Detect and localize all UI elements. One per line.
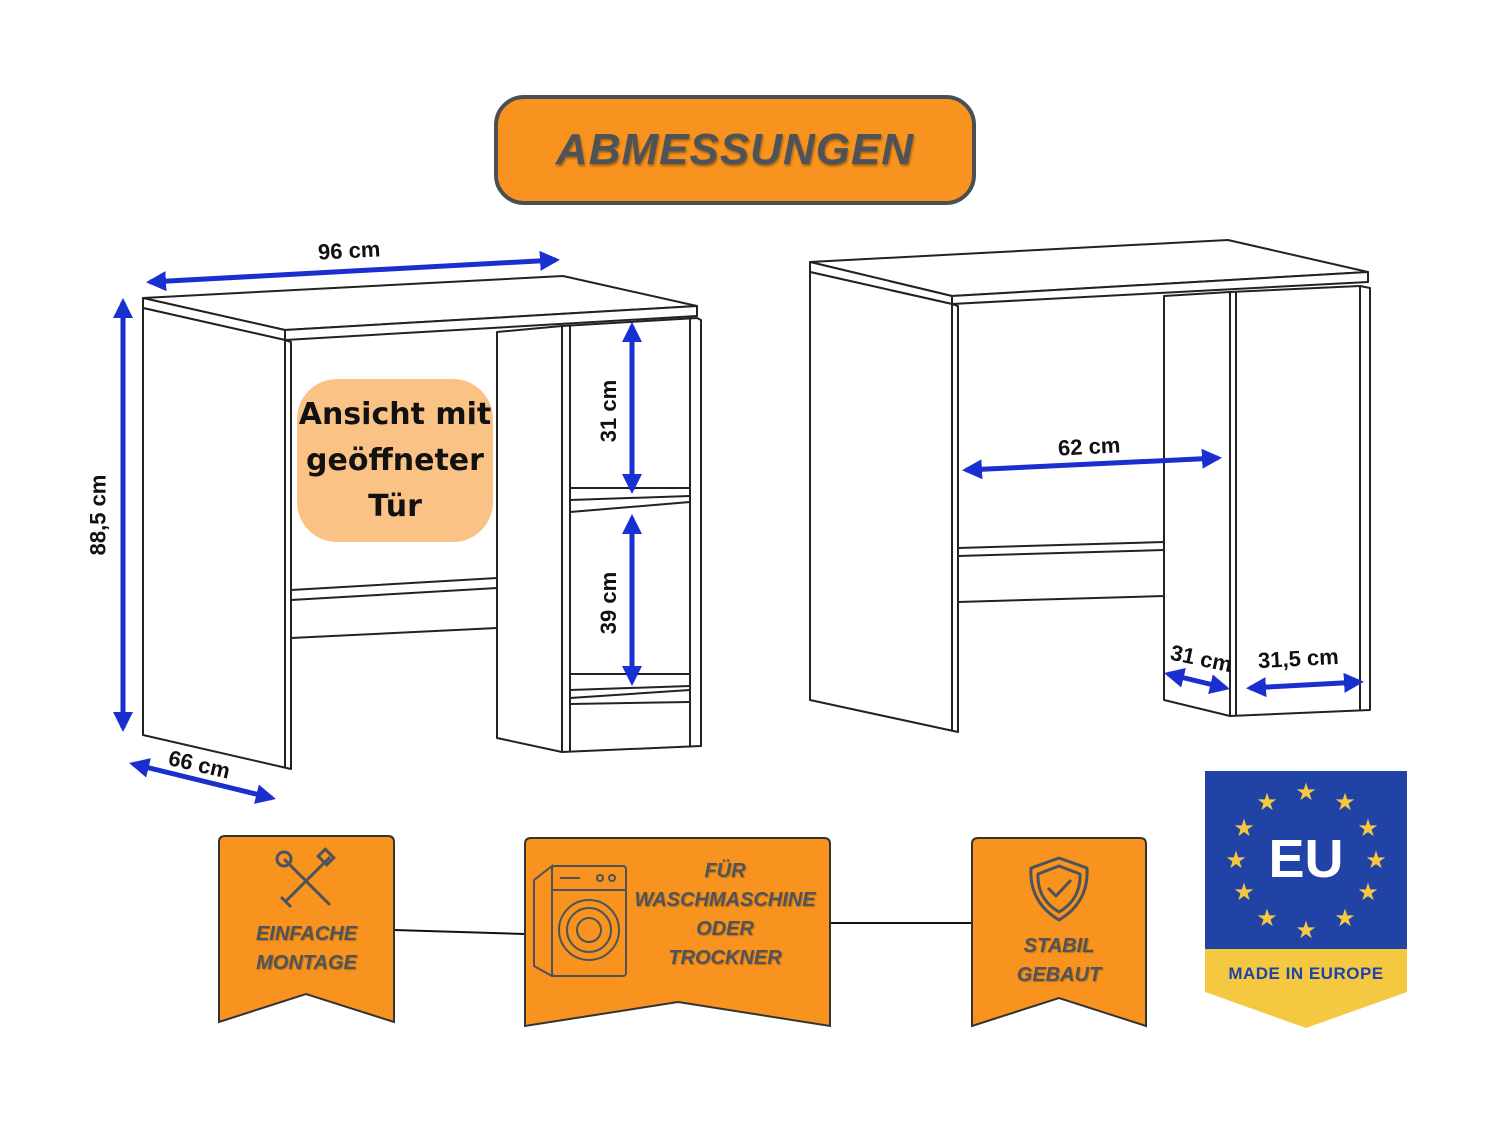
eu-badge: ★ ★ ★ ★ ★ ★ ★ ★ ★ ★ ★ ★ <box>1205 771 1407 1028</box>
arrow-inner-width <box>962 448 1222 480</box>
svg-text:★: ★ <box>1233 878 1255 906</box>
label-width: 96 cm <box>317 236 381 265</box>
arrow-width <box>146 250 560 292</box>
page-title: ABMESSUNGEN <box>555 125 915 174</box>
desk-closed-view <box>809 239 1371 733</box>
arrow-depth <box>129 758 276 804</box>
svg-text:★: ★ <box>1357 814 1379 842</box>
eu-caption: MADE IN EUROPE <box>1228 964 1384 983</box>
svg-text:★: ★ <box>1233 814 1255 842</box>
label-height: 88,5 cm <box>85 474 111 556</box>
eu-stars: ★ ★ ★ ★ ★ ★ ★ ★ ★ ★ ★ ★ <box>1225 778 1387 944</box>
feature-banner-shape-3 <box>971 837 1147 1028</box>
feature-label-sturdy: STABIL GEBAUT <box>1016 935 1102 986</box>
svg-text:★: ★ <box>1295 916 1317 944</box>
dimension-arrows <box>113 250 1364 804</box>
svg-text:★: ★ <box>1256 788 1278 816</box>
feature-label-assembly: EINFACHE MONTAGE <box>255 923 358 974</box>
feature-banners <box>218 835 1147 1028</box>
feature-label-washer: FÜR WASCHMASCHINE ODER TROCKNER <box>634 860 816 969</box>
label-lower-shelf: 39 cm <box>596 571 622 635</box>
label-upper-shelf: 31 cm <box>596 379 622 443</box>
feature-banner-shape-2 <box>524 837 831 1028</box>
svg-text:★: ★ <box>1225 846 1247 874</box>
arrow-door-width <box>1246 672 1364 698</box>
open-view-note-text: Ansicht mit geöffneter Tür <box>298 396 492 524</box>
shield-check-icon <box>1029 856 1089 922</box>
eu-code: EU <box>1268 829 1344 889</box>
open-view-note: Ansicht mit geöffneter Tür <box>297 379 493 542</box>
svg-text:★: ★ <box>1295 778 1317 806</box>
svg-text:★: ★ <box>1334 788 1356 816</box>
tools-icon <box>275 847 336 908</box>
washing-machine-icon <box>533 863 627 978</box>
svg-text:★: ★ <box>1357 878 1379 906</box>
desk-open-view <box>142 275 702 770</box>
title-banner: ABMESSUNGEN <box>494 95 976 205</box>
feature-banner-shape-1 <box>218 835 395 1024</box>
arrow-column-depth <box>1164 668 1230 694</box>
label-inner-width: 62 cm <box>1057 432 1121 461</box>
svg-text:★: ★ <box>1334 904 1356 932</box>
svg-text:★: ★ <box>1365 846 1387 874</box>
label-door-width: 31,5 cm <box>1257 643 1340 674</box>
svg-text:★: ★ <box>1256 904 1278 932</box>
banner-connectors <box>393 922 972 935</box>
